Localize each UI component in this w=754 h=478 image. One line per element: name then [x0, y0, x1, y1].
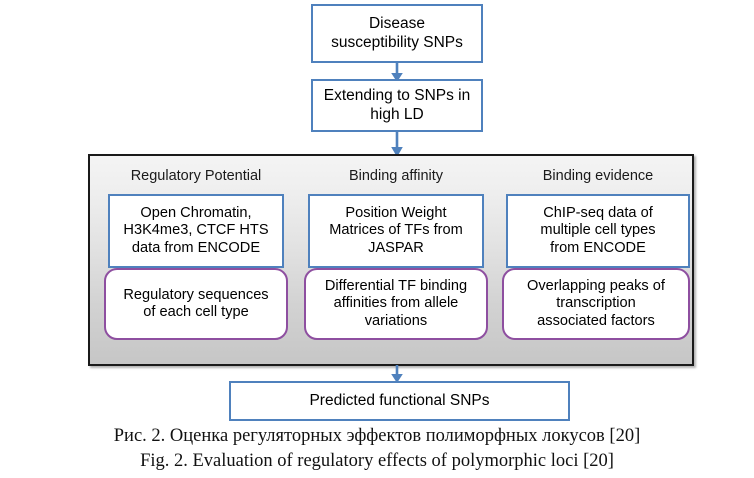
arrow-down-icon-3 [391, 365, 403, 383]
result-box-regulatory-potential: Regulatory sequences of each cell type [104, 268, 288, 340]
data-source-box-binding-evidence: ChIP-seq data of multiple cell types fro… [506, 194, 690, 268]
arrow-down-icon-1 [391, 62, 403, 82]
flow-box-disease-susceptibility-snps: Disease susceptibility SNPs [311, 4, 483, 63]
arrow-down-icon-2 [391, 131, 403, 157]
flow-box-label: Predicted functional SNPs [309, 391, 490, 409]
result-label: Regulatory sequences of each cell type [123, 286, 269, 320]
data-source-box-binding-affinity: Position Weight Matrices of TFs from JAS… [308, 194, 484, 268]
data-source-label: Position Weight Matrices of TFs from JAS… [329, 205, 463, 256]
data-source-box-regulatory-potential: Open Chromatin, H3K4me3, CTCF HTS data f… [108, 194, 284, 268]
flow-box-extending-to-snps: Extending to SNPs in high LD [311, 79, 483, 132]
caption-line-russian: Рис. 2. Оценка регуляторных эффектов пол… [113, 426, 641, 446]
result-box-binding-evidence: Overlapping peaks of transcription assoc… [502, 268, 690, 340]
flow-box-label: Extending to SNPs in high LD [323, 87, 471, 123]
flow-box-predicted-functional-snps: Predicted functional SNPs [229, 381, 570, 421]
result-label: Differential TF binding affinities from … [324, 278, 468, 329]
data-source-label: ChIP-seq data of multiple cell types fro… [540, 205, 656, 256]
data-source-label: Open Chromatin, H3K4me3, CTCF HTS data f… [123, 205, 269, 256]
column-header-binding-affinity: Binding affinity [348, 168, 444, 184]
column-header-binding-evidence: Binding evidence [542, 168, 654, 184]
flow-box-label: Disease susceptibility SNPs [331, 15, 463, 51]
figure-caption: Рис. 2. Оценка регуляторных эффектов пол… [0, 424, 754, 474]
result-label: Overlapping peaks of transcription assoc… [527, 278, 665, 329]
caption-line-english: Fig. 2. Evaluation of regulatory effects… [140, 451, 614, 471]
result-box-binding-affinity: Differential TF binding affinities from … [304, 268, 488, 340]
column-header-regulatory-potential: Regulatory Potential [130, 168, 262, 184]
